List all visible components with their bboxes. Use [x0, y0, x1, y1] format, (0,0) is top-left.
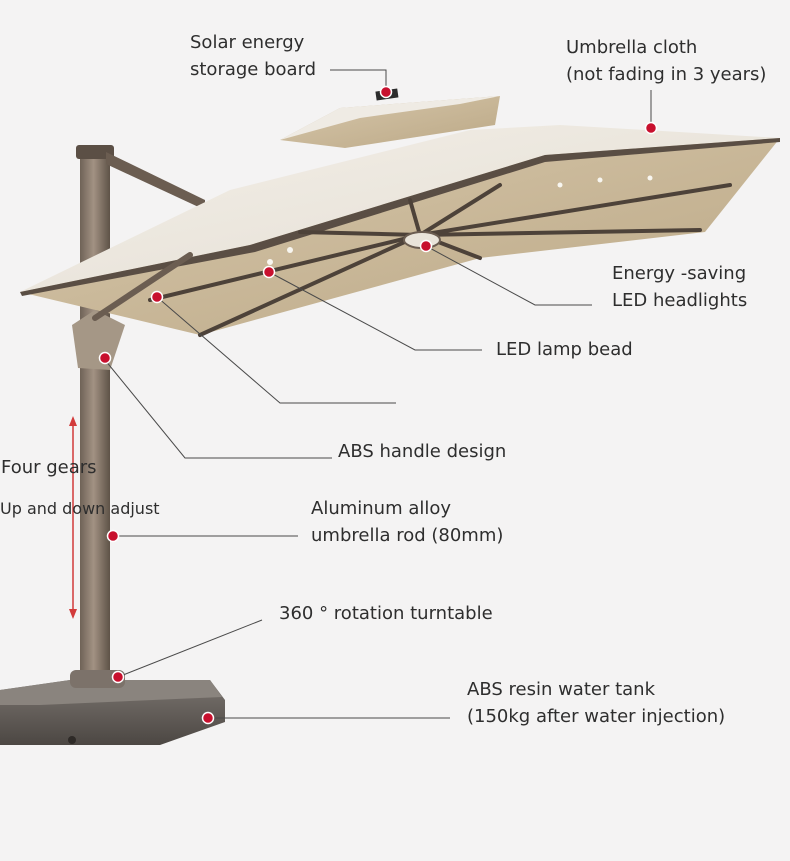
- umbrella-rod: [76, 145, 205, 680]
- label-line: umbrella rod (80mm): [311, 525, 504, 546]
- label-line: (not fading in 3 years): [566, 64, 767, 85]
- leader-lines: [104, 69, 652, 719]
- label-up-down: Up and down adjust: [0, 499, 160, 518]
- label-line: (150kg after water injection): [467, 706, 726, 727]
- label-led-lamp-bead: LED lamp bead: [496, 339, 633, 360]
- adjust-arrow-icon: [69, 416, 77, 619]
- label-four-gears: Four gears: [1, 457, 97, 478]
- label-line: storage board: [190, 59, 317, 80]
- label-line: LED headlights: [612, 290, 748, 311]
- label-water-tank: ABS resin water tank (150kg after water …: [467, 676, 725, 730]
- label-line: Aluminum alloy: [311, 498, 452, 519]
- canopy: [20, 96, 780, 337]
- label-line: Energy -saving: [612, 263, 747, 284]
- label-line: Umbrella cloth: [566, 37, 698, 58]
- label-line: Solar energy: [190, 32, 305, 53]
- label-aluminum-rod: Aluminum alloy umbrella rod (80mm): [311, 495, 503, 549]
- label-solar-board: Solar energy storage board: [190, 29, 316, 83]
- label-energy-saving: Energy -saving LED headlights: [612, 260, 747, 314]
- callout-markers: [98, 85, 658, 725]
- label-abs-handle: ABS handle design: [338, 441, 507, 462]
- label-umbrella-cloth: Umbrella cloth (not fading in 3 years): [566, 34, 766, 88]
- label-rotation: 360 ° rotation turntable: [279, 603, 493, 624]
- abs-handle: [72, 252, 193, 370]
- water-tank-base: [0, 670, 225, 745]
- label-line: ABS resin water tank: [467, 679, 656, 700]
